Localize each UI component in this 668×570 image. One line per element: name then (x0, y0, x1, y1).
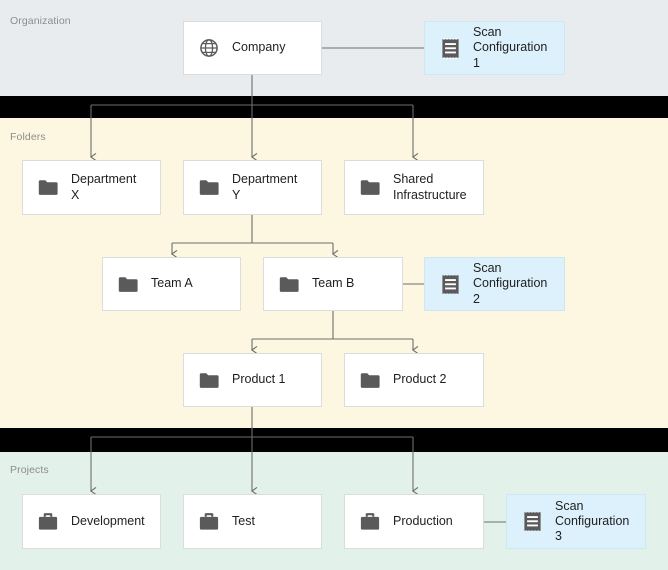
node-label: Test (232, 513, 255, 528)
node-label: Shared Infrastructure (393, 172, 467, 202)
folder-icon (198, 369, 220, 391)
receipt-icon (439, 37, 461, 59)
band-label-organization: Organization (10, 15, 71, 27)
node-company[interactable]: Company (183, 21, 322, 75)
band-label-folders: Folders (10, 131, 46, 143)
node-label: Company (232, 40, 286, 55)
node-department-y[interactable]: Department Y (183, 160, 322, 215)
briefcase-icon (198, 511, 220, 533)
node-department-x[interactable]: Department X (22, 160, 161, 215)
globe-icon (198, 37, 220, 59)
folder-icon (117, 273, 139, 295)
briefcase-icon (359, 511, 381, 533)
node-label: Development (71, 513, 145, 528)
node-development[interactable]: Development (22, 494, 161, 549)
band-organization (0, 0, 668, 96)
node-scan-configuration-3[interactable]: Scan Configuration 3 (506, 494, 646, 549)
node-scan-configuration-2[interactable]: Scan Configuration 2 (424, 257, 565, 311)
node-scan-configuration-1[interactable]: Scan Configuration 1 (424, 21, 565, 75)
node-team-b[interactable]: Team B (263, 257, 403, 311)
node-label: Product 1 (232, 372, 286, 387)
node-team-a[interactable]: Team A (102, 257, 241, 311)
folder-icon (278, 273, 300, 295)
node-label: Team B (312, 276, 355, 291)
folder-icon (359, 369, 381, 391)
folder-icon (359, 177, 381, 199)
node-label: Department Y (232, 172, 298, 202)
node-label: Scan Configuration 2 (473, 261, 548, 306)
node-label: Production (393, 513, 453, 528)
briefcase-icon (37, 511, 59, 533)
node-label: Product 2 (393, 372, 447, 387)
node-label: Scan Configuration 1 (473, 25, 548, 70)
receipt-icon (439, 273, 461, 295)
band-label-projects: Projects (10, 464, 49, 476)
node-product-2[interactable]: Product 2 (344, 353, 484, 407)
node-product-1[interactable]: Product 1 (183, 353, 322, 407)
node-test[interactable]: Test (183, 494, 322, 549)
node-production[interactable]: Production (344, 494, 484, 549)
node-label: Department X (71, 172, 137, 202)
receipt-icon (521, 511, 543, 533)
node-label: Team A (151, 276, 193, 291)
folder-icon (198, 177, 220, 199)
node-label: Scan Configuration 3 (555, 498, 630, 544)
folder-icon (37, 177, 59, 199)
node-shared-infrastructure[interactable]: Shared Infrastructure (344, 160, 484, 215)
